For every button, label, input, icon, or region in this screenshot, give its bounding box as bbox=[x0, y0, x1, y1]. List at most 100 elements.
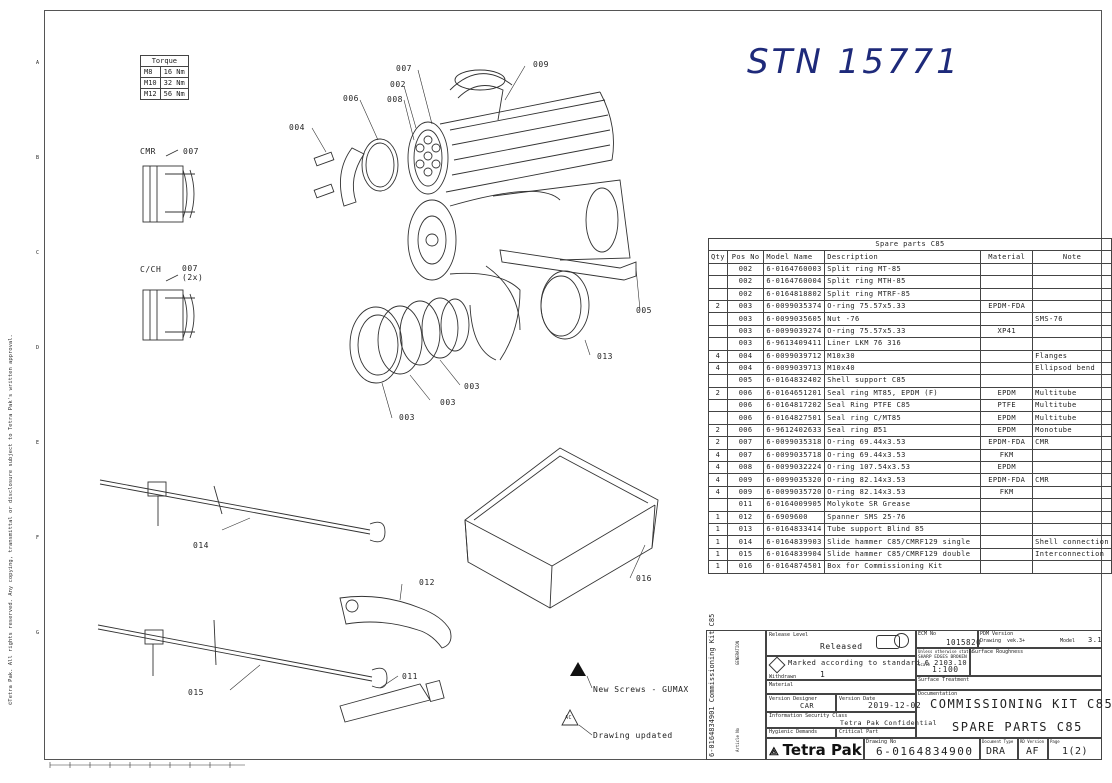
release-cell bbox=[766, 630, 916, 656]
part-material: EPDM bbox=[980, 386, 1034, 401]
part-qty bbox=[708, 262, 728, 277]
callout-003: 003 bbox=[464, 382, 480, 391]
revision-mark: AC bbox=[565, 715, 573, 721]
callout-008: 008 bbox=[387, 95, 403, 104]
part-material bbox=[980, 312, 1034, 326]
drawing-subtitle: SPARE PARTS C85 bbox=[952, 720, 1083, 734]
doc-type-label: Document Type bbox=[982, 739, 1014, 744]
callout-005: 005 bbox=[636, 306, 652, 315]
treatment-cell bbox=[916, 676, 1102, 690]
part-pos: 004 bbox=[726, 349, 765, 363]
part-note: CMR bbox=[1032, 473, 1112, 487]
part-note: Multitube bbox=[1032, 386, 1112, 401]
part-note bbox=[1032, 461, 1112, 475]
slide-hammer-single-figure bbox=[99, 479, 386, 543]
callout-015: 015 bbox=[188, 688, 204, 697]
part-description: Shell support C85 bbox=[824, 374, 982, 388]
rd-version: AF bbox=[1026, 746, 1040, 757]
hygienic-cell bbox=[766, 728, 836, 738]
page-cell bbox=[1048, 738, 1102, 760]
part-pos: 014 bbox=[726, 535, 765, 549]
ch-seal-ring-figure bbox=[142, 274, 195, 341]
part-note bbox=[1032, 275, 1112, 289]
zone-letter: D bbox=[36, 345, 40, 351]
part-model: 6-0164818802 bbox=[763, 287, 826, 301]
col-qty: Qty bbox=[708, 250, 728, 264]
hygienic-label: Hygienic Demands bbox=[769, 729, 818, 735]
part-qty bbox=[708, 312, 728, 326]
part-description: Box for Commissioning Kit bbox=[824, 560, 982, 574]
part-material: XP41 bbox=[980, 324, 1034, 339]
part-description: O-ring 75.57x5.33 bbox=[824, 299, 982, 314]
part-model: 6-6909600 bbox=[763, 510, 826, 525]
torque-size: M12 bbox=[140, 88, 161, 100]
part-note bbox=[1032, 498, 1112, 512]
blind-support-figure bbox=[540, 270, 590, 340]
article-label: Article No bbox=[735, 727, 740, 752]
callout-006: 006 bbox=[343, 94, 359, 103]
part-pos: 003 bbox=[726, 299, 765, 314]
part-description: M10x30 bbox=[824, 349, 982, 363]
part-pos: 009 bbox=[726, 473, 765, 487]
callout-002: 002 bbox=[390, 80, 406, 89]
part-model: 6-0164832402 bbox=[763, 374, 826, 388]
part-material bbox=[980, 498, 1034, 512]
infosec-label: Information Security Class bbox=[769, 713, 848, 719]
unless-label: Unless otherwise stated bbox=[918, 649, 974, 654]
part-material bbox=[980, 522, 1034, 537]
critical-cell bbox=[836, 728, 916, 738]
surface-cell bbox=[970, 648, 1102, 676]
drawing-no-label: Drawing No bbox=[866, 739, 897, 745]
part-note bbox=[1032, 262, 1112, 277]
part-description: Tube support Blind 85 bbox=[824, 522, 982, 537]
treatment-label: Surface Treatment bbox=[918, 677, 970, 683]
new-screws-triangle-icon bbox=[570, 662, 586, 676]
part-qty: 2 bbox=[708, 386, 728, 401]
part-description: O-ring 82.14x3.53 bbox=[824, 485, 982, 500]
brand-name: Tetra Pak bbox=[782, 741, 862, 759]
part-qty: 2 bbox=[708, 436, 728, 450]
part-description: Split ring MT-85 bbox=[824, 262, 982, 277]
date-value: 2019-12-02 bbox=[868, 701, 922, 710]
pdm-drawing: Drawing bbox=[980, 638, 1002, 644]
part-pos: 006 bbox=[726, 399, 765, 413]
cmr-pos: 007 bbox=[183, 147, 199, 156]
part-material bbox=[980, 535, 1034, 549]
part-description: Seal ring MT85, EPDM (F) bbox=[824, 386, 982, 401]
rd-label: RD Version bbox=[1020, 739, 1045, 744]
part-material bbox=[980, 547, 1034, 562]
part-description: O-ring 69.44x3.53 bbox=[824, 436, 982, 450]
part-description: Split ring MTH-85 bbox=[824, 275, 982, 289]
pdm-version: vek.3+ bbox=[1007, 638, 1026, 644]
part-description: O-ring 107.54x3.53 bbox=[824, 461, 982, 475]
drawing-no: 6-0164834900 bbox=[876, 745, 974, 758]
part-pos: 003 bbox=[726, 312, 765, 326]
part-model: 6-0164833414 bbox=[763, 522, 826, 537]
part-model: 6-0164651201 bbox=[763, 386, 826, 401]
spanner-figure bbox=[339, 595, 452, 649]
ch-pos: 007 bbox=[182, 264, 198, 273]
ecm-value: 1015820 bbox=[946, 638, 982, 647]
part-material: EPDM-FDA bbox=[980, 436, 1034, 450]
slide-hammer-double-figure bbox=[97, 619, 388, 689]
infosec-value: Tetra Pak Confidential bbox=[840, 719, 938, 727]
shell-support-figure bbox=[499, 249, 637, 281]
handwritten-note: STN 15771 bbox=[747, 42, 961, 82]
drawing-updated-note: Drawing updated bbox=[593, 731, 673, 740]
part-note bbox=[1032, 448, 1112, 463]
date-label: Version Date bbox=[839, 696, 876, 702]
